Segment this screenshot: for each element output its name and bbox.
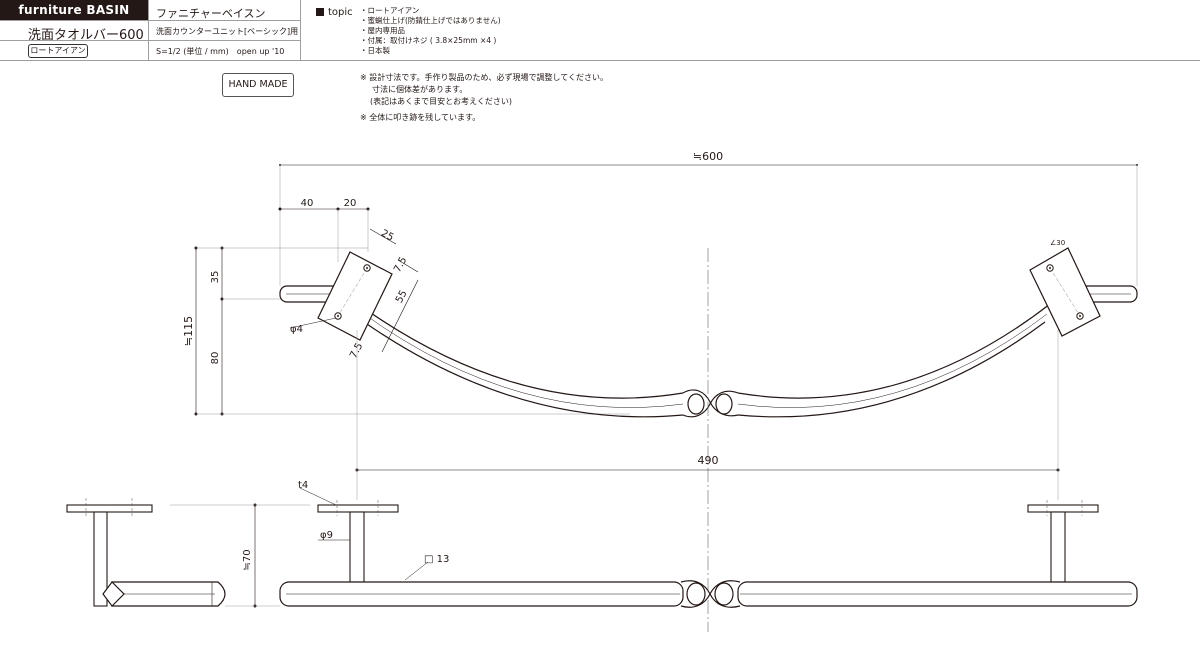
mount-plate-left	[317, 504, 399, 513]
hand-made-badge: HAND MADE	[222, 73, 294, 97]
header-divider	[0, 20, 300, 21]
topic-item: ・付属：取付けネジ ( 3.8×25mm ×4 )	[360, 36, 497, 45]
header-divider	[300, 0, 301, 60]
dim-depth: ≒70	[242, 549, 253, 570]
side-view	[66, 498, 226, 607]
material-badge: ロートアイアン	[28, 44, 88, 58]
dim-phi9: φ9	[320, 530, 333, 541]
post-left	[349, 511, 365, 583]
dim-span: 490	[698, 454, 719, 467]
topic-item: ・屋内専用品	[360, 26, 405, 35]
dim-phi4: φ4	[290, 324, 303, 335]
side-mount-plate	[66, 504, 153, 513]
curved-bar-right-upper	[737, 303, 1051, 399]
twist-front	[680, 580, 741, 608]
side-post	[93, 511, 108, 607]
header-divider	[0, 60, 1200, 61]
dim-7-5-a: 7.5	[392, 255, 409, 274]
note-line: ※ 全体に叩き跡を残しています。	[360, 113, 481, 122]
front-view	[279, 500, 1138, 608]
topic-item: ・日本製	[360, 46, 390, 55]
topic-heading: topic	[316, 7, 353, 18]
curved-bar-left-upper	[357, 303, 684, 399]
screw-hole	[1076, 312, 1084, 320]
scale-text: S=1/2 (単位 / mm) open up '10	[156, 47, 285, 56]
notes: ※ 設計寸法です。手作り製品のため、必ず現場で調整してください。 寸法に個体差が…	[360, 72, 608, 124]
screw-hole	[1046, 264, 1054, 272]
square-icon	[316, 8, 324, 16]
dim-height: ≒115	[182, 316, 195, 346]
dim-overall-width: ≒600	[693, 150, 723, 163]
dim-square-13: □ 13	[424, 554, 449, 565]
dim-35: 35	[210, 271, 221, 284]
dim-40: 40	[301, 198, 314, 209]
mount-plate-right	[1027, 504, 1099, 513]
note-line: (表記はあくまで目安とお考えください)	[370, 97, 513, 106]
series-name: ファニチャーベイスン	[156, 7, 266, 20]
screw-hole	[363, 264, 371, 272]
dim-80: 80	[210, 352, 221, 365]
topic-label: topic	[328, 7, 353, 18]
screw-hole	[334, 312, 342, 320]
topic-item: ・蜜蝋仕上げ(防錆仕上げではありません)	[360, 16, 501, 25]
dim-20: 20	[344, 198, 357, 209]
topic-list: ・ロートアイアン ・蜜蝋仕上げ(防錆仕上げではありません) ・屋内専用品 ・付属…	[360, 6, 501, 56]
post-right	[1050, 511, 1066, 583]
twist-top	[682, 389, 739, 418]
topic-item: ・ロートアイアン	[360, 6, 420, 15]
dim-55: 55	[394, 289, 410, 305]
header-divider	[148, 0, 149, 60]
product-name: 洗面タオルバー600	[28, 28, 144, 43]
curved-bar-right-lower	[737, 321, 1046, 418]
bracket-left	[317, 251, 393, 341]
dim-25: 25	[379, 228, 395, 244]
dim-angle: ∠30	[1050, 239, 1065, 247]
note-line: 寸法に個体差があります。	[372, 85, 468, 94]
usage-text: 洗面カウンターユニット[ベーシック]用	[156, 27, 299, 36]
header-divider	[0, 40, 300, 41]
curved-bar-left-lower	[363, 321, 684, 418]
note-line: ※ 設計寸法です。手作り製品のため、必ず現場で調整してください。	[360, 73, 608, 82]
brand-label: furniture BASIN	[0, 0, 148, 20]
bracket-right	[1029, 247, 1101, 337]
dim-t4: t4	[298, 480, 308, 491]
